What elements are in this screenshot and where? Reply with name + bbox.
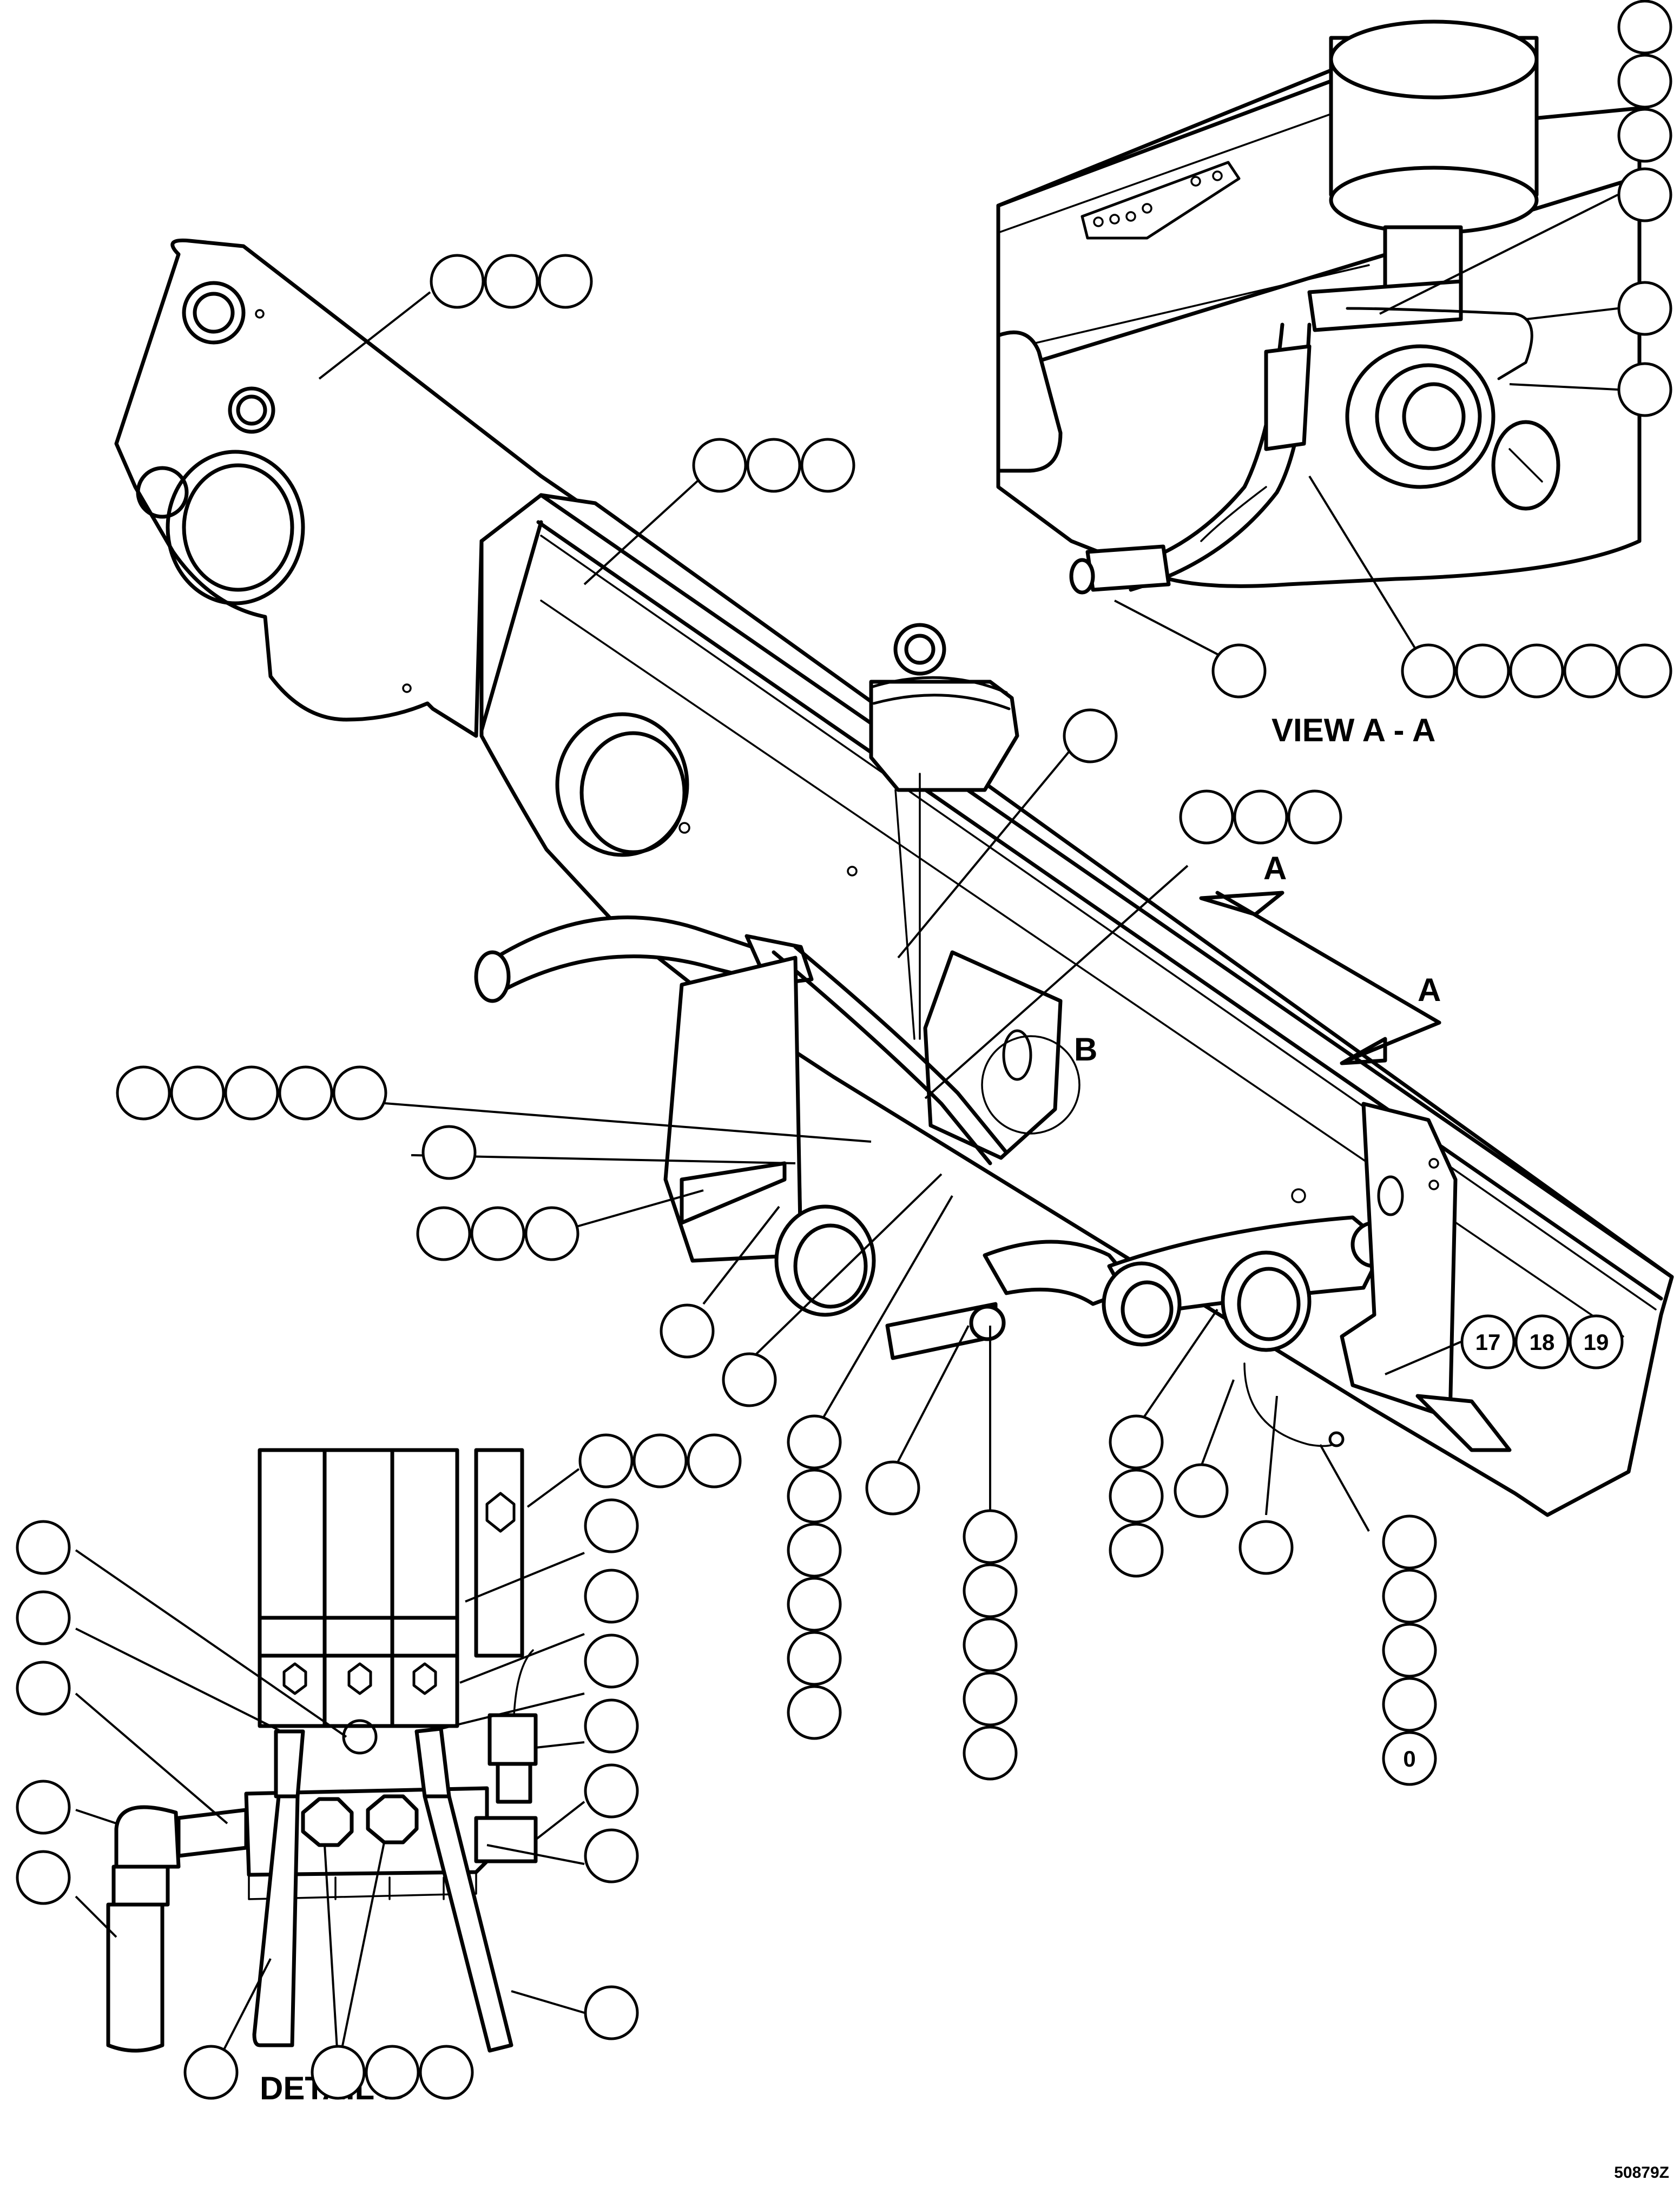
callout-bubble bbox=[692, 438, 747, 493]
callout-bubble bbox=[584, 1569, 639, 1624]
callout-bubble bbox=[1382, 1569, 1437, 1624]
callout-bubble bbox=[578, 1433, 634, 1488]
callout-bubble bbox=[1109, 1468, 1164, 1524]
callout-bubble bbox=[16, 1590, 71, 1645]
callout-bubble bbox=[660, 1303, 715, 1359]
callout-19: 19 bbox=[1584, 1329, 1609, 1355]
callout-bubble bbox=[365, 2045, 420, 2100]
callout-bubble bbox=[1382, 1514, 1437, 1570]
detail-b: DETAIL B bbox=[106, 1448, 538, 2106]
callout-bubble bbox=[430, 254, 485, 309]
callout-bubble bbox=[800, 438, 855, 493]
callout-bubble bbox=[1514, 1314, 1570, 1369]
callout-bubble bbox=[183, 2045, 239, 2100]
section-mark-bottom: A bbox=[1418, 972, 1441, 1008]
callout-bubble bbox=[722, 1352, 777, 1407]
section-mark-top: A bbox=[1263, 850, 1287, 886]
callout-0: 0 bbox=[1403, 1746, 1415, 1771]
callout-bubble bbox=[470, 1206, 525, 1261]
section-arrows: A A bbox=[1199, 850, 1441, 1065]
callout-bubble bbox=[584, 1763, 639, 1819]
callout-numbers: 17 18 19 0 bbox=[1403, 1329, 1609, 1771]
callout-bubble bbox=[787, 1414, 842, 1470]
callout-bubbles bbox=[16, 0, 1672, 2100]
callout-bubble bbox=[170, 1065, 225, 1121]
callout-18: 18 bbox=[1530, 1329, 1555, 1355]
callout-bubble bbox=[963, 1617, 1018, 1672]
view-a-a: VIEW A - A bbox=[996, 19, 1642, 748]
callout-bubble bbox=[584, 1698, 639, 1754]
callout-bubble bbox=[1569, 1314, 1624, 1369]
callout-bubble bbox=[278, 1065, 333, 1121]
callout-bubble bbox=[116, 1065, 171, 1121]
callout-bubble bbox=[1455, 643, 1510, 699]
callout-bubble bbox=[865, 1460, 920, 1516]
callout-bubble bbox=[484, 254, 539, 309]
callout-17: 17 bbox=[1475, 1329, 1501, 1355]
detail-mark: B bbox=[1074, 1031, 1097, 1068]
figure-id: 50879Z bbox=[1614, 2164, 1669, 2182]
callout-bubble bbox=[584, 1828, 639, 1883]
callout-bubble bbox=[963, 1671, 1018, 1727]
callout-bubble bbox=[1617, 54, 1672, 109]
callout-bubble bbox=[1238, 1520, 1294, 1575]
callout-bubble bbox=[524, 1206, 579, 1261]
callout-bubble bbox=[963, 1509, 1018, 1564]
callout-bubble bbox=[787, 1523, 842, 1578]
callout-bubble bbox=[419, 2045, 474, 2100]
callout-bubble bbox=[1617, 0, 1672, 55]
callout-bubble bbox=[1617, 281, 1672, 336]
callout-bubble bbox=[16, 1661, 71, 1716]
callout-bubble bbox=[538, 254, 593, 309]
callout-bubble bbox=[1063, 708, 1118, 763]
callout-bubble bbox=[311, 2045, 366, 2100]
callout-bubble bbox=[1174, 1463, 1229, 1518]
main-frame bbox=[114, 238, 1674, 1517]
callout-bubble bbox=[332, 1065, 387, 1121]
callout-bubble bbox=[1382, 1731, 1437, 1786]
callout-bubble bbox=[1617, 167, 1672, 222]
callout-bubble bbox=[416, 1206, 471, 1261]
callout-bubble bbox=[1109, 1523, 1164, 1578]
callout-bubble bbox=[787, 1631, 842, 1686]
callout-bubble bbox=[1617, 643, 1672, 699]
callout-bubble bbox=[584, 1985, 639, 2040]
callout-bubble bbox=[633, 1433, 688, 1488]
callout-bubble bbox=[1211, 643, 1267, 699]
callout-bubble bbox=[421, 1125, 477, 1180]
callout-bubble bbox=[1287, 789, 1342, 845]
callout-bubble bbox=[1401, 643, 1456, 699]
callout-bubble bbox=[787, 1468, 842, 1524]
callout-bubble bbox=[1179, 789, 1234, 845]
callout-bubble bbox=[584, 1498, 639, 1553]
callout-bubble bbox=[746, 438, 801, 493]
view-label: VIEW A - A bbox=[1271, 712, 1435, 748]
callout-bubble bbox=[1382, 1677, 1437, 1732]
callout-bubble bbox=[1233, 789, 1288, 845]
callout-bubble bbox=[224, 1065, 279, 1121]
callout-bubble bbox=[1382, 1623, 1437, 1678]
callout-bubble bbox=[963, 1563, 1018, 1618]
callout-bubble bbox=[16, 1850, 71, 1905]
callout-bubble bbox=[1617, 362, 1672, 417]
callout-bubble bbox=[787, 1577, 842, 1632]
callout-bubble bbox=[584, 1633, 639, 1689]
callout-bubble bbox=[16, 1780, 71, 1835]
callout-bubble bbox=[787, 1685, 842, 1740]
callout-bubble bbox=[1460, 1314, 1516, 1369]
callout-bubble bbox=[1617, 108, 1672, 163]
callout-bubble bbox=[687, 1433, 742, 1488]
callout-bubble bbox=[16, 1520, 71, 1575]
detail-b-marker: B bbox=[981, 1031, 1097, 1135]
callout-bubble bbox=[963, 1725, 1018, 1781]
callout-bubble bbox=[1109, 1414, 1164, 1470]
callout-bubble bbox=[1509, 643, 1564, 699]
callout-bubble bbox=[1563, 643, 1618, 699]
